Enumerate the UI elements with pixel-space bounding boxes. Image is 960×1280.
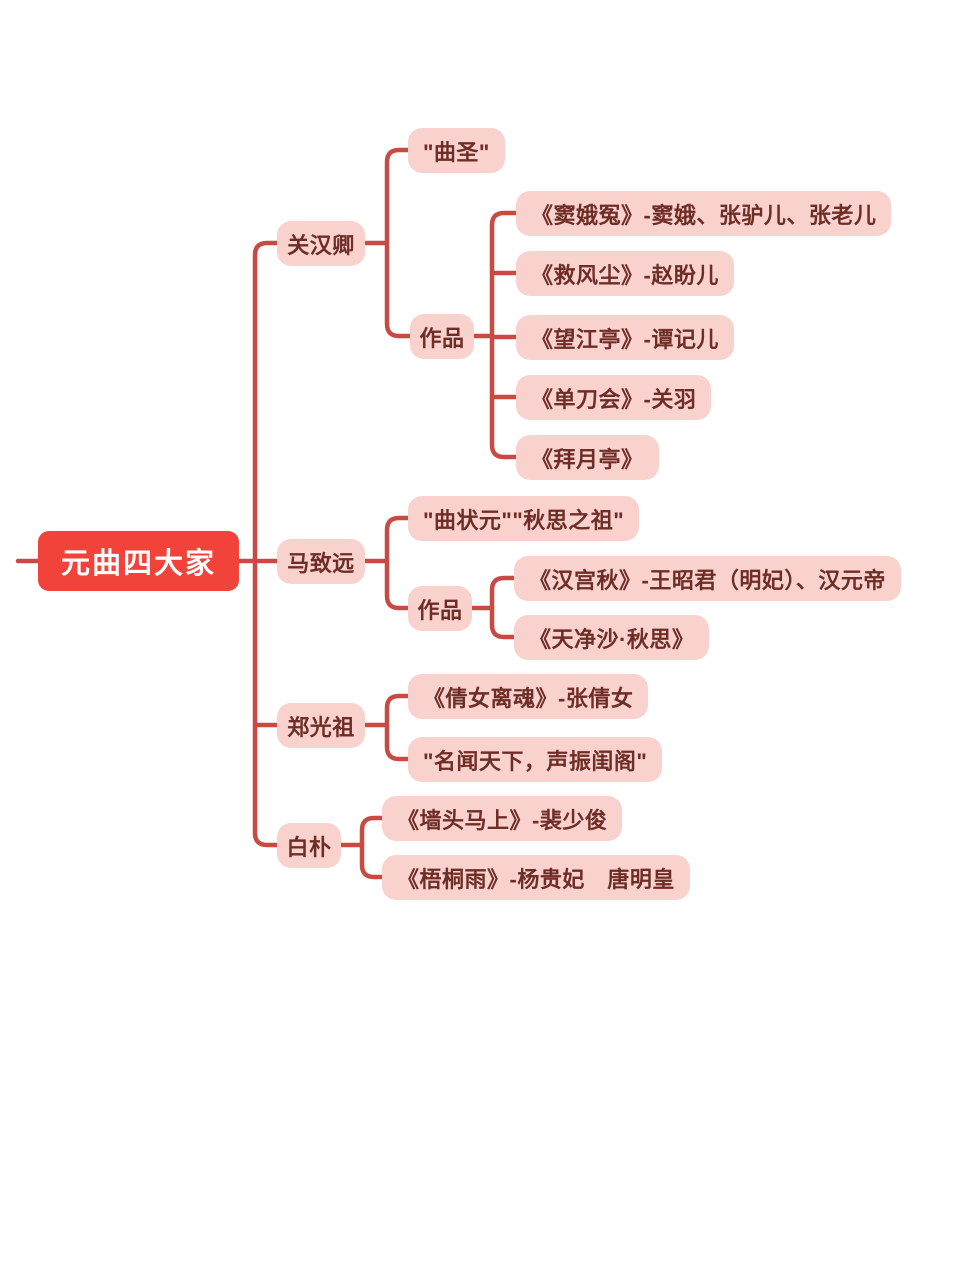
leaf-node-jiufengchen[interactable]: 《救风尘》-赵盼儿 bbox=[516, 251, 734, 296]
leaf-node-dandaohui[interactable]: 《单刀会》-关羽 bbox=[516, 375, 712, 420]
branch-node-baipu[interactable]: 白朴 bbox=[277, 823, 341, 868]
leaf-node-wangjiangting[interactable]: 《望江亭》-谭记儿 bbox=[516, 315, 734, 360]
child-node-qusheng[interactable]: "曲圣" bbox=[408, 128, 505, 173]
leaf-node-douewuan[interactable]: 《窦娥冤》-窦娥、张驴儿、张老儿 bbox=[516, 191, 892, 236]
leaf-node-hangongqiu[interactable]: 《汉宫秋》-王昭君（明妃）、汉元帝 bbox=[514, 556, 901, 601]
connector-guanhanqing-bracket bbox=[384, 147, 413, 339]
branch-node-mazhiyuan[interactable]: 马致远 bbox=[277, 539, 365, 584]
connector-trunk bbox=[252, 240, 280, 848]
leaf-node-tianjingsha[interactable]: 《天净沙·秋思》 bbox=[514, 615, 710, 660]
connector-mazhiyuan-bracket bbox=[384, 515, 411, 611]
child-node-zuopin-ma[interactable]: 作品 bbox=[408, 586, 472, 631]
leaf-node-qiannvlihun[interactable]: 《倩女离魂》-张倩女 bbox=[408, 674, 649, 719]
child-node-quzhuangyuan[interactable]: "曲状元""秋思之祖" bbox=[408, 496, 640, 541]
connector-zuopin1-leaf-stubs bbox=[489, 270, 519, 400]
leaf-node-mingwentianxia[interactable]: "名闻天下，声振闺阁" bbox=[408, 737, 663, 782]
leaf-node-qiangtoumashang[interactable]: 《墙头马上》-裴少俊 bbox=[382, 796, 623, 841]
connector-zuopin2-bracket bbox=[489, 575, 517, 640]
connector-baipu-bracket bbox=[359, 815, 385, 880]
connector-zhengguangzu-bracket bbox=[384, 693, 411, 762]
root-node[interactable]: 元曲四大家 bbox=[38, 531, 240, 591]
child-node-zuopin-guan[interactable]: 作品 bbox=[410, 314, 474, 359]
branch-node-guanhanqing[interactable]: 关汉卿 bbox=[277, 221, 365, 266]
leaf-node-baiyueting[interactable]: 《拜月亭》 bbox=[516, 435, 659, 480]
branch-node-zhengguangzu[interactable]: 郑光祖 bbox=[277, 703, 365, 748]
leaf-node-wutongyu[interactable]: 《梧桐雨》-杨贵妃 唐明皇 bbox=[382, 855, 690, 900]
